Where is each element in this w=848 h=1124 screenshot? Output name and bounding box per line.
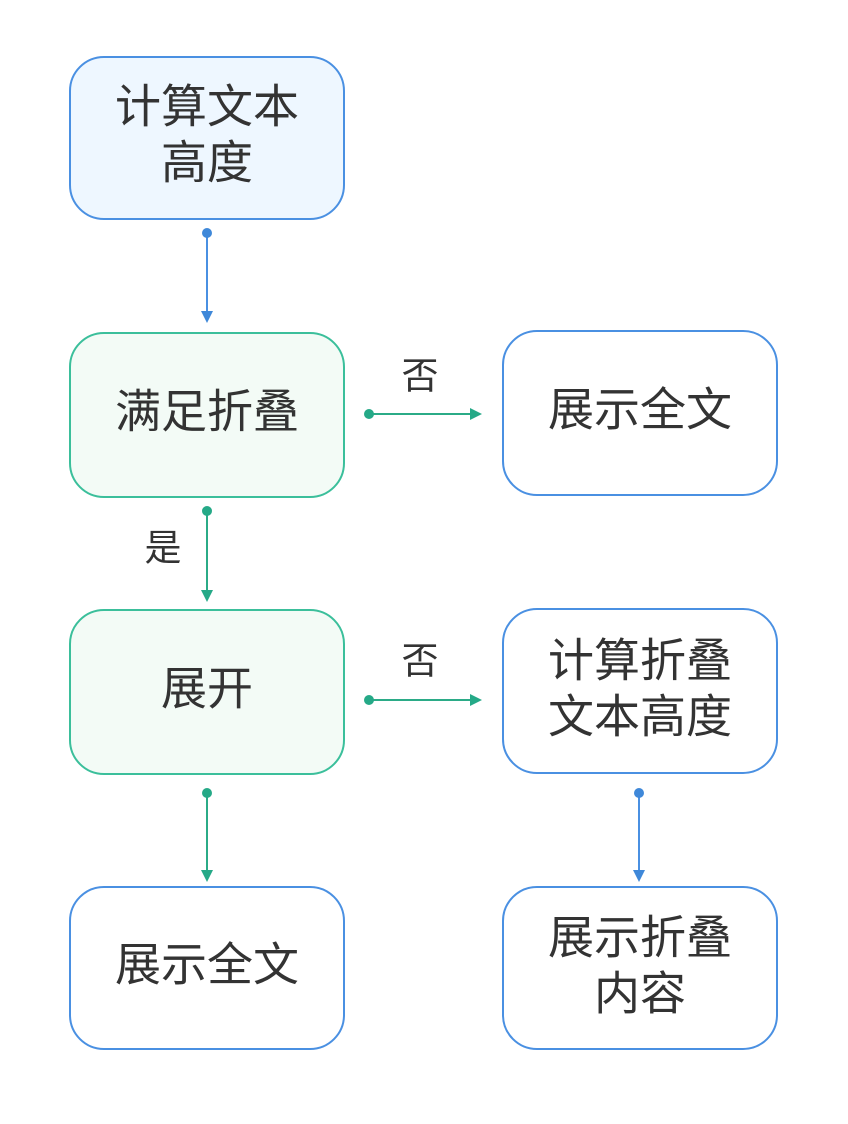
node-show-folded-content: 展示折叠 内容	[502, 886, 778, 1050]
edge-meets-fold-to-show-full-text	[364, 408, 482, 420]
edge-label-yes: 是	[145, 527, 182, 570]
node-show-full-text-right-label: 展示全文	[548, 383, 732, 437]
node-show-folded-content-line-1: 展示折叠	[548, 911, 732, 965]
node-show-full-text-bottom-label: 展示全文	[115, 938, 299, 992]
edge-meets-fold-to-expand	[201, 506, 213, 602]
node-calc-text-height-line-1: 计算文本	[115, 80, 299, 134]
node-show-full-text-bottom: 展示全文	[69, 886, 345, 1050]
node-show-full-text-right: 展示全文	[502, 330, 778, 496]
edge-calc-to-meets-fold	[201, 228, 213, 323]
node-calc-text-height-line-2: 高度	[161, 136, 253, 190]
node-calc-fold-text-height-line-2: 文本高度	[548, 690, 732, 744]
node-expand: 展开	[69, 609, 345, 775]
node-meets-fold: 满足折叠	[69, 332, 345, 498]
node-show-folded-content-line-2: 内容	[594, 967, 686, 1021]
node-expand-label: 展开	[161, 662, 253, 716]
node-calc-fold-text-height: 计算折叠 文本高度	[502, 608, 778, 774]
edge-expand-to-show-full-text	[201, 788, 213, 882]
edge-calc-fold-height-to-show-folded	[633, 788, 645, 882]
edge-expand-to-calc-fold-height	[364, 694, 482, 706]
edge-label-no-2: 否	[402, 640, 439, 683]
node-calc-fold-text-height-line-1: 计算折叠	[548, 634, 732, 688]
node-calc-text-height: 计算文本 高度	[69, 56, 345, 220]
edge-label-no-1: 否	[402, 355, 439, 398]
node-meets-fold-label: 满足折叠	[115, 385, 299, 439]
